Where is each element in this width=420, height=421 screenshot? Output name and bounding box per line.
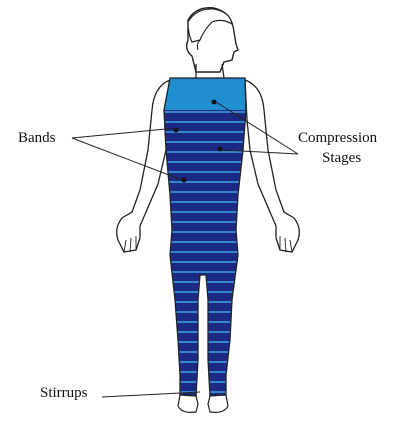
stages-label: Stages xyxy=(322,150,361,166)
stage-marker xyxy=(182,178,187,183)
compression-label: Compression xyxy=(298,130,377,146)
stirrups-label: Stirrups xyxy=(40,385,88,401)
stage-marker xyxy=(212,100,217,105)
stage-marker xyxy=(218,147,223,152)
bands-label: Bands xyxy=(18,130,56,146)
head xyxy=(187,8,238,72)
right-arm xyxy=(245,80,299,252)
feet xyxy=(178,395,228,412)
left-arm xyxy=(117,80,170,252)
